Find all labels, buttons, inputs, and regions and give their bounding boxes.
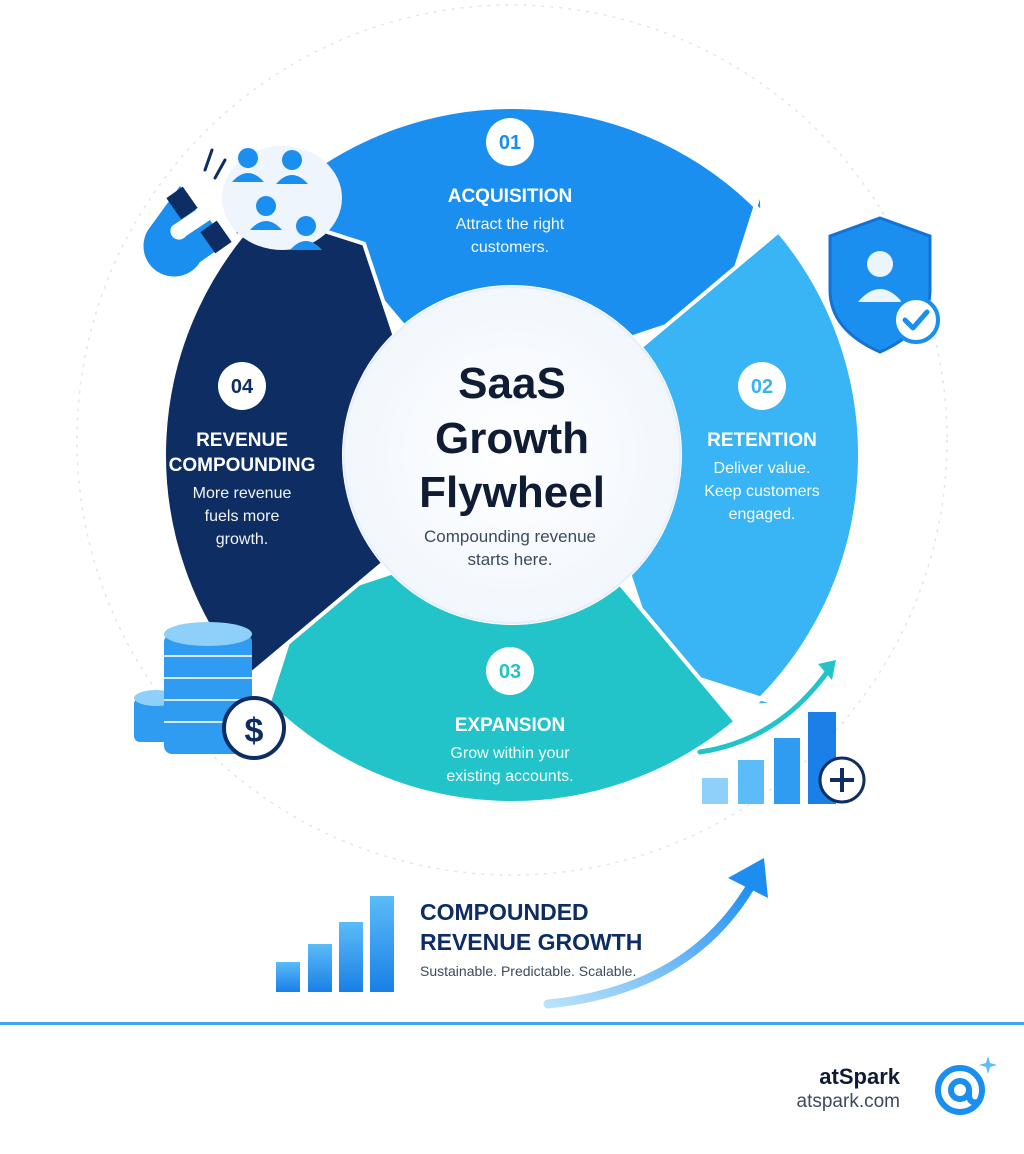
brand-name: atSpark	[819, 1064, 900, 1089]
summary-bars-icon	[276, 896, 394, 992]
stage-title: COMPOUNDING	[169, 455, 316, 476]
stage-description: More revenue	[193, 485, 292, 502]
center-disc	[343, 286, 681, 624]
stage-title: EXPANSION	[455, 715, 566, 736]
summary-tagline: Sustainable. Predictable. Scalable.	[420, 963, 636, 979]
stage-description: customers.	[471, 239, 549, 256]
stage-number-badge	[218, 362, 266, 410]
growth-bars-icon	[697, 660, 836, 804]
stage-number-badge	[486, 647, 534, 695]
center-subtitle-line2: starts here.	[467, 550, 552, 569]
stage-title: ACQUISITION	[448, 186, 573, 207]
stage-number: 04	[231, 376, 254, 398]
stage-description: Keep customers	[704, 483, 820, 500]
stage-title: REVENUE	[196, 430, 288, 451]
stage-number: 03	[499, 661, 521, 683]
outer-dotted-ring	[76, 4, 948, 876]
stage-title: RETENTION	[707, 430, 817, 451]
stage-description: Deliver value.	[714, 460, 811, 477]
trend-arrow-icon	[543, 858, 768, 1009]
stage-number: 02	[751, 376, 773, 398]
brand-url: atspark.com	[796, 1091, 900, 1112]
footer-divider	[0, 1022, 1024, 1025]
center-title-line1: SaaS	[458, 359, 566, 408]
stage-number-badge	[486, 118, 534, 166]
flywheel-ring	[162, 105, 862, 805]
brand-block: atSpark atspark.com	[797, 1064, 900, 1114]
center-subtitle-line1: Compounding revenue	[424, 527, 596, 546]
stage-description: existing accounts.	[446, 768, 573, 785]
stage-description: Grow within your	[450, 745, 570, 762]
stage-description: engaged.	[729, 506, 796, 523]
stage-description: growth.	[216, 531, 268, 548]
center-title-line3: Flywheel	[419, 468, 605, 517]
plus-icon	[818, 756, 866, 804]
stage-number: 01	[499, 132, 521, 154]
svg-text:$: $	[245, 712, 264, 750]
stage-description: fuels more	[205, 508, 280, 525]
center-title-line2: Growth	[435, 414, 589, 463]
magnet-icon	[143, 148, 264, 277]
summary-title-line2: REVENUE GROWTH	[420, 929, 642, 955]
dollar-icon: $	[222, 696, 286, 760]
stage-description: Attract the right	[456, 216, 565, 233]
check-icon	[892, 296, 940, 344]
at-sign-logo-icon	[935, 1056, 997, 1115]
stage-number-badge	[738, 362, 786, 410]
users-icon	[222, 146, 342, 250]
summary-title-line1: COMPOUNDED	[420, 899, 589, 925]
